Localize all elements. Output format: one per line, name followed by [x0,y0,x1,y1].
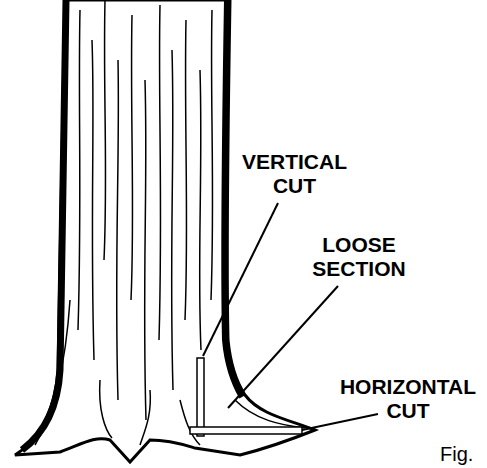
vertical-cut [197,358,204,436]
leader-line [302,414,378,430]
leader-line [203,203,278,356]
callout-label: HORIZONTAL CUT [334,375,482,423]
bark-shade [22,0,66,450]
horizontal-cut [190,427,302,434]
bark-streaks [35,0,305,445]
callout-label: VERTICAL CUT [232,150,357,198]
leader-line [228,286,338,408]
figure-label: Fig. [440,442,484,466]
bark-shade [224,0,242,397]
callout-label: LOOSE SECTION [300,233,418,281]
tree-trunk [15,0,315,462]
